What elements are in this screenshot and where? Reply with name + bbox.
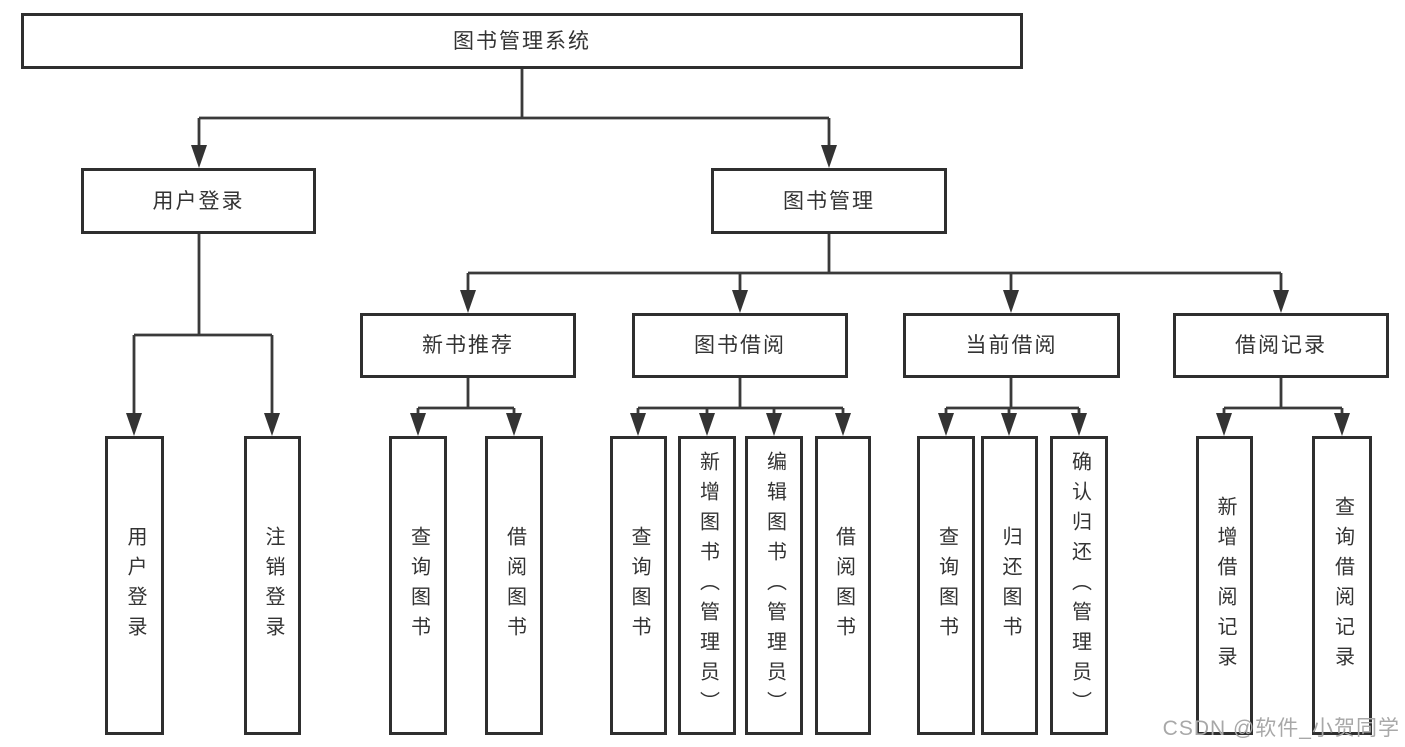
leaf-label: 借阅图书 [503, 525, 526, 646]
watermark: CSDN @软件_小贺同学 [1162, 717, 1400, 740]
node-library-management-system: 图书管理系统 [21, 13, 1023, 69]
leaf-user-login: 用户登录 [105, 436, 164, 735]
leaf-add-borrow-record: 新增借阅记录 [1196, 436, 1253, 735]
node-label: 图书管理系统 [453, 29, 591, 53]
leaf-edit-books-admin: 编辑图书（管理员） [745, 436, 803, 735]
node-book-management: 图书管理 [711, 168, 947, 234]
node-book-borrowing: 图书借阅 [632, 313, 848, 378]
leaf-label: 新增图书（管理员） [696, 450, 719, 721]
node-label: 新书推荐 [422, 334, 514, 357]
node-label: 借阅记录 [1235, 334, 1327, 357]
leaf-label: 借阅图书 [832, 525, 855, 646]
leaf-label: 注销登录 [262, 525, 284, 646]
node-user-login: 用户登录 [81, 168, 316, 234]
leaf-label: 查询图书 [628, 525, 650, 646]
leaf-add-books-admin: 新增图书（管理员） [678, 436, 736, 735]
node-current-borrowing: 当前借阅 [903, 313, 1120, 378]
leaf-label: 新增借阅记录 [1214, 495, 1236, 676]
node-label: 当前借阅 [965, 334, 1058, 357]
leaf-logout-login: 注销登录 [244, 436, 301, 735]
leaf-confirm-return-admin: 确认归还（管理员） [1050, 436, 1108, 735]
node-label: 图书管理 [783, 189, 875, 213]
leaf-label: 确认归还（管理员） [1068, 450, 1091, 721]
leaf-label: 用户登录 [124, 525, 146, 646]
leaf-label: 查询图书 [407, 525, 430, 646]
leaf-return-books: 归还图书 [981, 436, 1038, 735]
leaf-query-borrow-record: 查询借阅记录 [1312, 436, 1372, 735]
leaf-label: 查询图书 [935, 525, 958, 646]
leaf-label: 归还图书 [999, 525, 1021, 646]
node-borrowing-records: 借阅记录 [1173, 313, 1389, 378]
leaf-label: 编辑图书（管理员） [763, 450, 786, 721]
leaf-borrow-books: 借阅图书 [815, 436, 871, 735]
leaf-query-books-borrow: 查询图书 [610, 436, 667, 735]
node-label: 用户登录 [152, 189, 245, 213]
node-label: 图书借阅 [694, 334, 786, 357]
node-new-book-recommend: 新书推荐 [360, 313, 576, 378]
leaf-query-books-current: 查询图书 [917, 436, 975, 735]
leaf-query-books-recommend: 查询图书 [389, 436, 447, 735]
leaf-label: 查询借阅记录 [1331, 495, 1354, 676]
leaf-borrow-books-recommend: 借阅图书 [485, 436, 543, 735]
